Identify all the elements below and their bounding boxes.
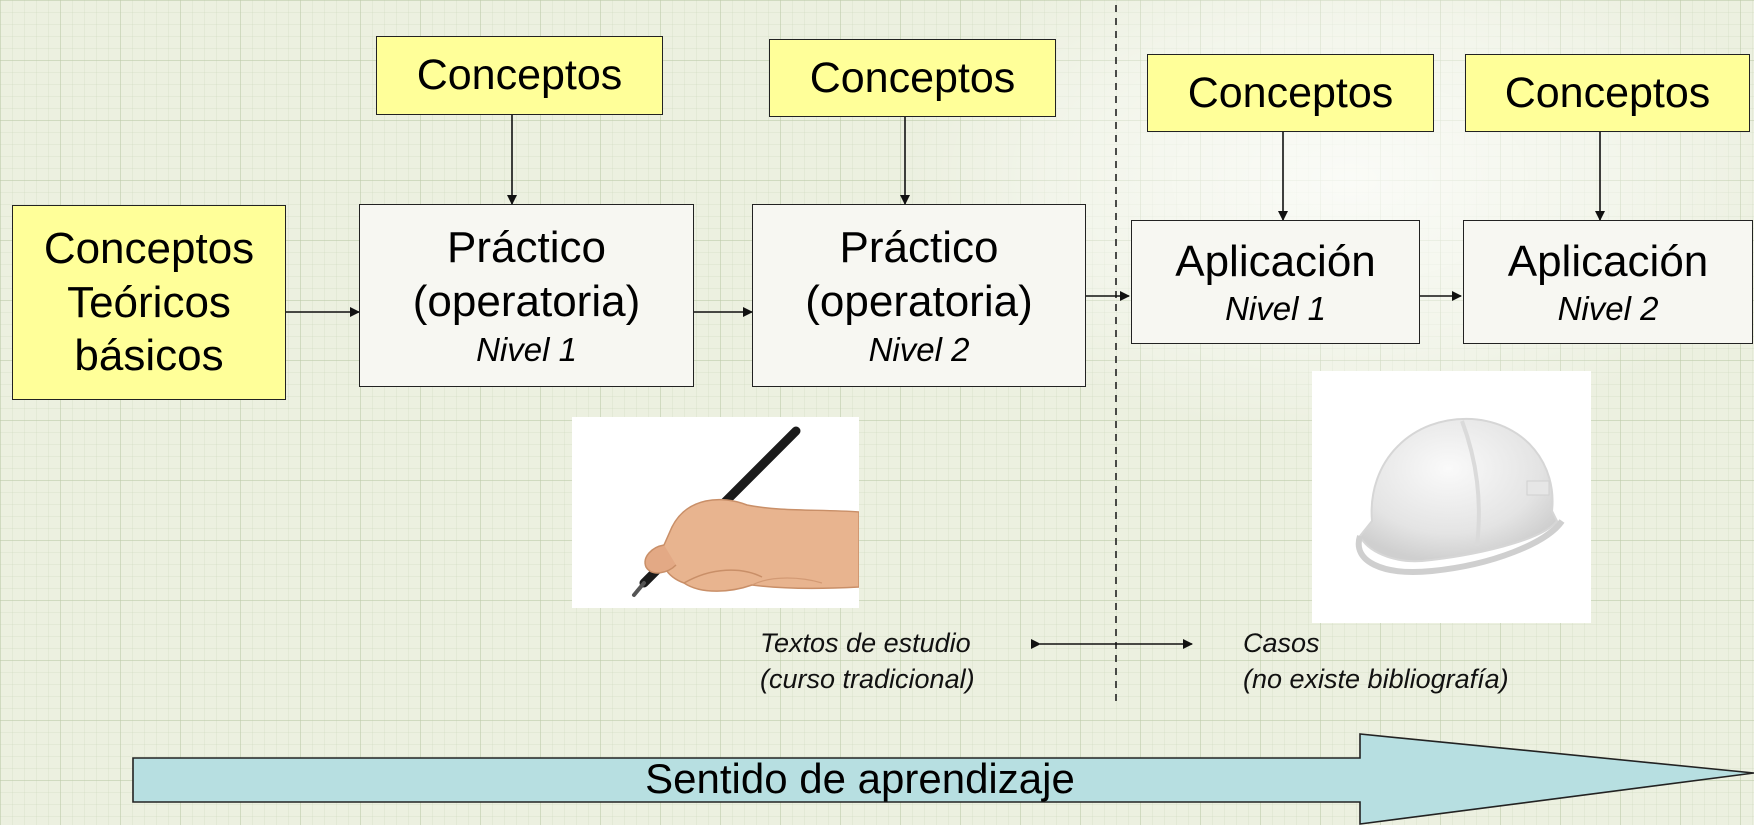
practico1-title: Práctico (447, 223, 606, 273)
concept-box-1: Conceptos (376, 36, 663, 115)
left-caption: Textos de estudio (curso tradicional) (760, 625, 975, 698)
aplicacion2-title: Aplicación (1507, 236, 1709, 286)
right-caption: Casos (no existe bibliografía) (1243, 625, 1509, 698)
hard-hat-image (1312, 371, 1591, 623)
practico2-level: Nivel 2 (868, 330, 970, 368)
practico1-subtitle: (operatoria) (412, 276, 641, 326)
base-line-2: Teóricos (67, 277, 231, 327)
learning-direction-label: Sentido de aprendizaje (645, 755, 1075, 802)
concept-box-label: Conceptos (1187, 68, 1394, 117)
practico1-level: Nivel 1 (476, 330, 577, 368)
practico2-subtitle: (operatoria) (805, 276, 1033, 326)
concept-box-4: Conceptos (1465, 54, 1750, 132)
left-caption-line-1: Textos de estudio (760, 628, 971, 658)
concept-box-2: Conceptos (769, 39, 1056, 117)
hard-hat-icon (1355, 417, 1565, 575)
aplicacion2-level: Nivel 2 (1557, 290, 1659, 328)
concept-box-label: Conceptos (1504, 68, 1711, 117)
learning-direction-arrow (132, 733, 1754, 825)
practico2-title: Práctico (839, 223, 999, 273)
concept-box-3: Conceptos (1147, 54, 1434, 132)
hand-pencil-image (572, 417, 860, 608)
aplicacion-level-2-box: Aplicación Nivel 2 (1463, 220, 1753, 344)
hand-pencil-icon (632, 426, 860, 597)
concept-box-label: Conceptos (809, 53, 1016, 102)
aplicacion1-level: Nivel 1 (1225, 290, 1326, 328)
right-caption-line-1: Casos (1243, 628, 1320, 658)
aplicacion1-title: Aplicación (1175, 236, 1376, 286)
base-line-3: básicos (74, 331, 224, 381)
right-caption-line-2: (no existe bibliografía) (1243, 664, 1509, 695)
left-caption-line-2: (curso tradicional) (760, 664, 975, 695)
concept-box-label: Conceptos (416, 51, 623, 100)
base-line-1: Conceptos (43, 223, 255, 273)
base-concepts-box: Conceptos Teóricos básicos (12, 205, 286, 400)
aplicacion-level-1-box: Aplicación Nivel 1 (1131, 220, 1420, 344)
practico-level-2-box: Práctico (operatoria) Nivel 2 (752, 204, 1086, 387)
practico-level-1-box: Práctico (operatoria) Nivel 1 (359, 204, 694, 387)
